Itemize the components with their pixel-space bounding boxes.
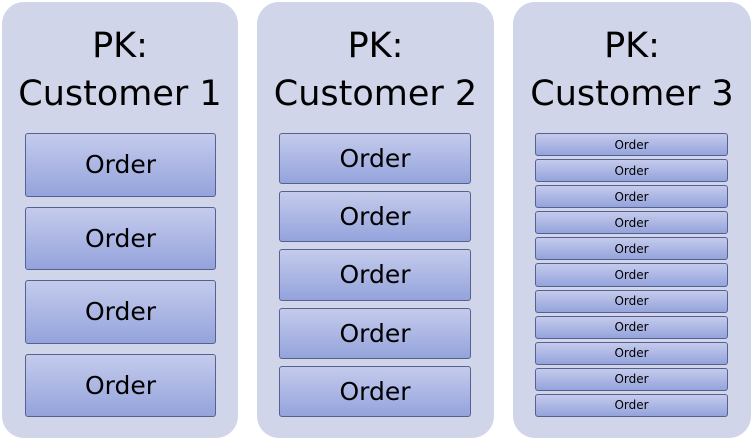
partition-title: PK: Customer 3 — [513, 22, 751, 118]
order-box: Order — [535, 289, 728, 313]
order-box: Order — [25, 206, 216, 270]
partition-customer-label: Customer 1 — [18, 74, 222, 114]
partition-key-label: PK: — [347, 26, 404, 66]
order-box: Order — [279, 133, 471, 185]
order-box: Order — [535, 159, 728, 183]
order-box: Order — [279, 191, 471, 243]
order-box: Order — [535, 367, 728, 391]
partition-customer-label: Customer 3 — [530, 74, 734, 114]
order-box: Order — [25, 280, 216, 344]
order-box: Order — [25, 353, 216, 417]
partition-title: PK: Customer 2 — [257, 22, 494, 118]
order-box: Order — [535, 341, 728, 365]
order-box: Order — [279, 307, 471, 359]
order-box: Order — [535, 263, 728, 287]
order-box: Order — [279, 249, 471, 301]
order-box: Order — [535, 393, 728, 417]
partition-key-label: PK: — [604, 26, 660, 66]
partition-key-label: PK: — [92, 26, 148, 66]
order-box: Order — [535, 211, 728, 235]
order-box: Order — [535, 315, 728, 339]
order-box: Order — [25, 133, 216, 197]
partition-title: PK: Customer 1 — [2, 22, 238, 118]
order-box: Order — [279, 365, 471, 417]
partition-customer-label: Customer 2 — [273, 74, 478, 114]
order-box: Order — [535, 133, 728, 157]
order-box: Order — [535, 185, 728, 209]
order-box: Order — [535, 237, 728, 261]
